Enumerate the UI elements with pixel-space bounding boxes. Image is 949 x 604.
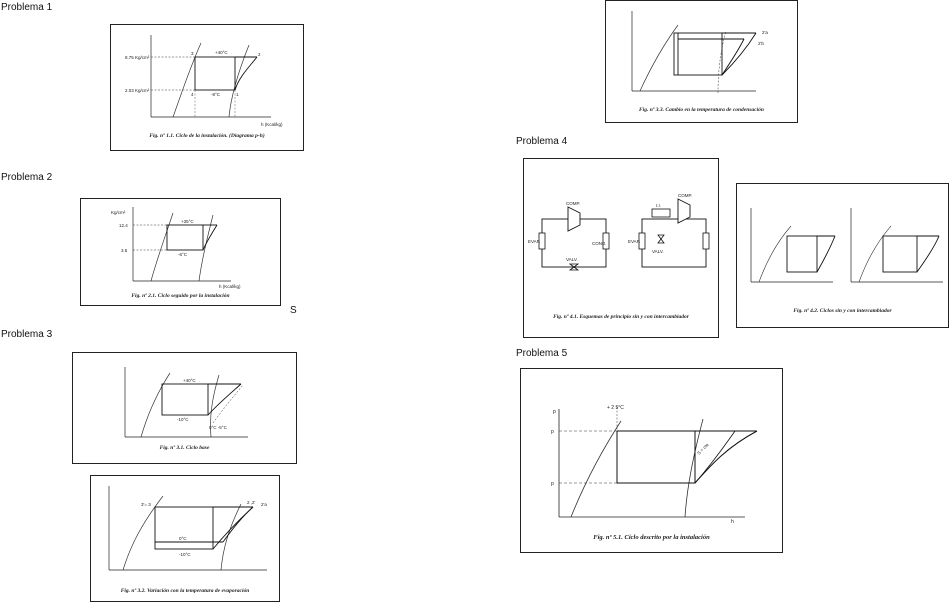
f2-t-high: +35°C (181, 219, 194, 224)
figure-2-1-diagram: Kg/cm² 12.4 3.5 +35°C -6°C h (Kcal/kg) (111, 207, 241, 289)
figure-5-1-diagram: p + 2 5°C p p S = cte h (551, 405, 758, 525)
problem-5-label: Problema 5 (516, 348, 568, 359)
figure-3-1-diagram: +40°C -10°C 0°C -5°C (124, 367, 248, 438)
figure-3-3: 2'a 2'b Fig. nº 3.3. Cambio en la temper… (605, 0, 798, 123)
f1-pt-2: 2 (258, 52, 261, 57)
f5-axis-x: h (731, 519, 734, 525)
problem-2-label: Problema 2 (1, 172, 53, 183)
figure-3-2-diagram: 3'= 3 2 ,2' 2'a 0°C -10°C (108, 486, 267, 571)
figure-4-2-diagram (750, 208, 943, 283)
f1-t-low: -8°C (211, 92, 221, 97)
f4-1-comp-b: COMP. (678, 193, 692, 198)
figure-3-3-caption: Fig. nº 3.3. Cambio en la temperatura de… (639, 107, 764, 113)
figure-1-1-caption: Fig. nº 1.1. Ciclo de la instalación. (D… (149, 133, 265, 139)
figure-4-2-caption: Fig. nº 4.2. Ciclos sin y con intercambi… (793, 308, 892, 314)
f5-s-lbl: S = cte (696, 442, 710, 456)
f5-p-k: p (551, 429, 554, 435)
f1-pt-1: 1 (236, 92, 239, 97)
f3-2-t-mid: 0°C (179, 536, 187, 541)
figure-4-1-diagram: COMP. COND. EVAP. VALV. I.I. COMP. EVAP.… (528, 193, 710, 271)
problem-4-label: Problema 4 (516, 136, 568, 147)
problem-3-label: Problema 3 (1, 329, 53, 340)
figure-4-1-caption: Fig. nº 4.1. Esquemas de principio sin y… (553, 314, 689, 320)
figure-3-1: +40°C -10°C 0°C -5°C Fig. nº 3.1. Ciclo … (72, 352, 297, 464)
f3-2-lbl-2: 2 ,2' (247, 500, 256, 505)
f2-axis-x: h (Kcal/kg) (219, 284, 241, 289)
f4-1-evap-b: EVAP. (628, 239, 640, 244)
figure-1-1: 8.75 Kg/cm² 2.03 Kg/cm² +40°C -8°C h (Kc… (110, 24, 304, 151)
f4-1-comp-a: COMP. (566, 201, 580, 206)
figure-3-1-caption: Fig. nº 3.1. Ciclo base (159, 445, 210, 451)
figure-3-2: 3'= 3 2 ,2' 2'a 0°C -10°C Fig. nº 3.2. V… (90, 475, 280, 602)
f1-axis-x: h (Kcal/kg) (261, 122, 283, 127)
f3-2-t-low: -10°C (179, 552, 191, 557)
f3-3-lbl-2a: 2'a (762, 30, 768, 35)
figure-4-1: COMP. COND. EVAP. VALV. I.I. COMP. EVAP.… (523, 158, 719, 338)
stray-s-label: S (290, 305, 297, 316)
f5-p-o: p (551, 481, 554, 487)
f3-1-t-high: +40°C (183, 378, 196, 383)
f2-t-low: -6°C (178, 252, 188, 257)
figure-3-2-caption: Fig. nº 3.2. Variación con la temperatur… (120, 588, 250, 594)
f4-1-valv-a: VALV. (566, 257, 578, 262)
f3-1-t-bot: 0°C -5°C (209, 425, 228, 430)
f4-1-cond-a: COND. (592, 241, 607, 246)
f1-p-high: 8.75 Kg/cm² (125, 55, 150, 60)
f3-2-lbl-2b: 2'a (261, 502, 267, 507)
problem-1-label: Problema 1 (1, 2, 53, 13)
figure-5-1: p + 2 5°C p p S = cte h Fig. nº 5.1. Cic… (520, 368, 783, 553)
f2-p-low: 3.5 (121, 248, 128, 253)
f2-axis-y: Kg/cm² (111, 210, 126, 215)
figure-2-1: Kg/cm² 12.4 3.5 +35°C -6°C h (Kcal/kg) F… (80, 198, 281, 306)
f4-1-evap-a: EVAP. (528, 239, 540, 244)
figure-2-1-caption: Fig. nº 2.1. Ciclo seguido por la instal… (131, 293, 230, 299)
f2-p-high: 12.4 (119, 223, 128, 228)
f1-pt-3: 3 (191, 51, 194, 56)
figure-3-3-diagram: 2'a 2'b (631, 11, 768, 94)
f1-t-high: +40°C (215, 50, 228, 55)
f3-1-t-low: -10°C (177, 417, 189, 422)
figure-1-1-diagram: 8.75 Kg/cm² 2.03 Kg/cm² +40°C -8°C h (Kc… (125, 35, 283, 127)
f5-t-high: + 2 5°C (607, 405, 624, 411)
f3-2-lbl-3: 3'= 3 (141, 502, 151, 507)
figure-5-1-caption: Fig. nº 5.1. Ciclo descrito por la insta… (593, 534, 710, 541)
f3-3-lbl-2b: 2'b (758, 41, 764, 46)
figure-4-2: Fig. nº 4.2. Ciclos sin y con intercambi… (736, 183, 949, 328)
f1-pt-4: 4 (191, 92, 194, 97)
f1-p-low: 2.03 Kg/cm² (125, 88, 150, 93)
f5-axis-y: p (553, 409, 556, 415)
f4-1-ii: I.I. (656, 203, 661, 208)
f4-1-valv-b: VALV. (652, 249, 664, 254)
